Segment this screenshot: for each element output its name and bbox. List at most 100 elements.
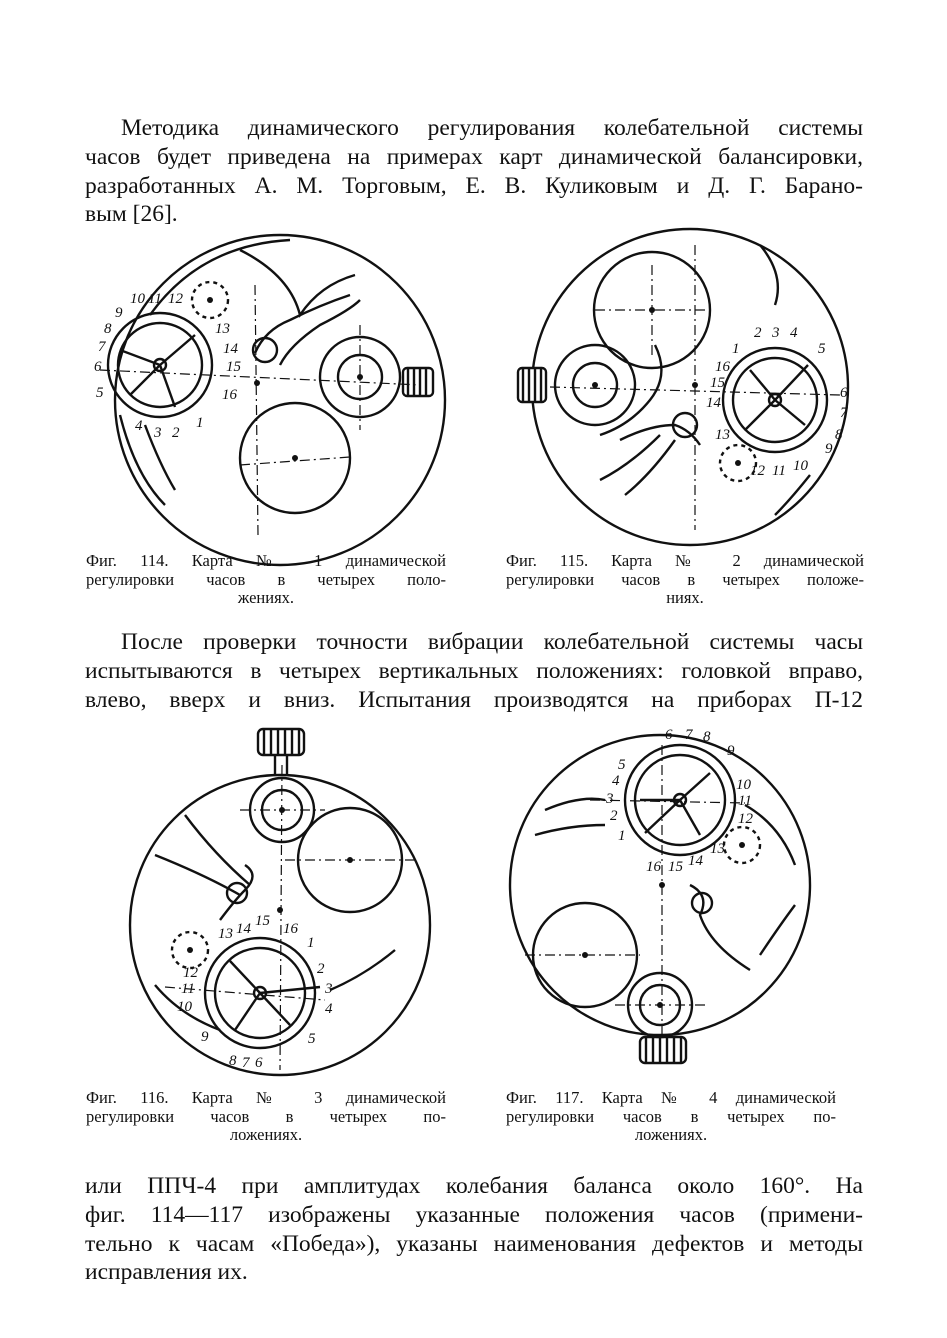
position-label: 6 (840, 385, 848, 401)
text-line: вым [26]. (85, 201, 178, 228)
caption-line: Фиг. 114. Карта № 1 динамической (86, 551, 446, 570)
position-label: 11 (738, 793, 752, 809)
watch-diagram-115: 2 3 4 1 5 16 15 14 13 6 7 8 9 10 11 12 (516, 227, 850, 547)
position-label: 2 (317, 961, 325, 977)
position-label: 8 (229, 1053, 237, 1069)
position-label: 10 (736, 777, 752, 793)
position-label: 6 (94, 359, 102, 375)
position-label: 14 (223, 341, 239, 357)
position-label: 13 (218, 926, 233, 942)
position-label: 12 (738, 811, 754, 827)
position-label: 4 (135, 418, 143, 434)
caption-figure-114: Фиг. 114. Карта № 1 динамической регулир… (86, 551, 446, 608)
position-label: 13 (715, 427, 730, 443)
position-label: 11 (181, 981, 195, 997)
caption-line: Фиг. 117. Карта № 4 динамической (506, 1088, 836, 1107)
position-label: 1 (196, 415, 204, 431)
position-label: 16 (222, 387, 238, 403)
caption-line: регулировки часов в четырех по- (86, 1106, 446, 1126)
figure-117: 6 7 8 9 10 11 12 4 3 2 1 16 15 14 13 5 (508, 725, 840, 1075)
position-label: 12 (168, 291, 184, 307)
position-label: 15 (668, 859, 684, 875)
position-label: 1 (732, 341, 740, 357)
position-label: 15 (255, 913, 271, 929)
position-label: 14 (688, 853, 704, 869)
position-label: 15 (710, 375, 726, 391)
position-label: 11 (148, 291, 162, 307)
caption-line: ниях. (666, 588, 704, 607)
position-label: 7 (685, 727, 694, 743)
position-label: 6 (665, 727, 673, 743)
position-label: 3 (771, 325, 780, 341)
position-label: 16 (715, 359, 731, 375)
position-label: 13 (215, 321, 230, 337)
figure-114: 10 11 12 9 8 7 6 5 4 3 2 1 13 14 15 16 (90, 225, 450, 567)
caption-line: ложениях. (229, 1125, 303, 1144)
text-line: исправления их. (85, 1259, 248, 1286)
watch-diagram-116: 13 14 15 16 1 2 3 4 5 6 7 8 9 10 11 12 (128, 727, 432, 1077)
position-label: 11 (772, 463, 786, 479)
position-label: 10 (130, 291, 146, 307)
caption-line: регулировки часов в четырех по- (506, 1106, 836, 1126)
paragraph-top: Методика динамического регулирования кол… (85, 114, 863, 229)
position-label: 4 (790, 325, 798, 341)
position-label: 7 (242, 1055, 251, 1071)
position-label: 8 (835, 427, 843, 443)
watch-diagram-117: 6 7 8 9 10 11 12 4 3 2 1 16 15 14 13 5 (508, 727, 812, 1065)
position-label: 5 (96, 385, 104, 401)
text-line: разработанных А. М. Торговым, Е. В. Кули… (85, 172, 863, 199)
position-label: 4 (612, 773, 620, 789)
position-label: 3 (324, 981, 333, 997)
caption-line: Фиг. 116. Карта № 3 динамической (86, 1088, 446, 1107)
watch-diagram-114: 10 11 12 9 8 7 6 5 4 3 2 1 13 14 15 16 (94, 233, 447, 567)
position-label: 15 (226, 359, 242, 375)
caption-line: Фиг. 115. Карта № 2 динамической (506, 551, 864, 570)
figure-115: 2 3 4 1 5 16 15 14 13 6 7 8 9 10 11 12 (510, 225, 870, 547)
position-label: 4 (325, 1001, 333, 1017)
position-label: 6 (255, 1055, 263, 1071)
position-label: 2 (754, 325, 762, 341)
text-line: тельно к часам «Победа»), указаны наимен… (85, 1230, 863, 1257)
position-label: 9 (825, 441, 833, 457)
position-label: 1 (307, 935, 315, 951)
position-label: 3 (153, 425, 162, 441)
position-label: 3 (605, 791, 614, 807)
text-line: влево, вверх и вниз. Испытания производя… (85, 686, 863, 713)
text-line: часов будет приведена на примерах карт д… (85, 143, 863, 170)
caption-line: регулировки часов в четырех поло- (86, 569, 446, 589)
position-label: 10 (793, 458, 809, 474)
position-label: 13 (710, 841, 725, 857)
position-label: 8 (703, 729, 711, 745)
caption-line: регулировки часов в четырех положе- (506, 569, 864, 589)
paragraph-bottom: или ППЧ-4 при амплитудах колебания балан… (85, 1172, 863, 1287)
text-line: Методика динамического регулирования кол… (121, 115, 863, 141)
position-label: 7 (840, 405, 849, 421)
position-label: 2 (172, 425, 180, 441)
position-label: 10 (177, 999, 193, 1015)
position-label: 16 (283, 921, 299, 937)
text-line: После проверки точности вибрации колебат… (121, 629, 863, 655)
position-label: 12 (750, 463, 766, 479)
position-label: 12 (183, 965, 199, 981)
position-label: 5 (818, 341, 826, 357)
caption-figure-117: Фиг. 117. Карта № 4 динамической регулир… (506, 1088, 836, 1145)
caption-figure-115: Фиг. 115. Карта № 2 динамической регулир… (506, 551, 864, 608)
position-label: 5 (308, 1031, 316, 1047)
position-label: 1 (618, 828, 626, 844)
position-label: 14 (706, 395, 722, 411)
position-label: 7 (98, 339, 107, 355)
position-label: 9 (115, 305, 123, 321)
position-label: 8 (104, 321, 112, 337)
position-label: 2 (610, 808, 618, 824)
position-label: 5 (618, 757, 626, 773)
text-line: испытываются в четырех вертикальных поло… (85, 657, 863, 684)
position-label: 9 (201, 1029, 209, 1045)
position-label: 16 (646, 859, 662, 875)
caption-line: ложениях. (634, 1125, 708, 1144)
caption-line: жениях. (237, 588, 295, 607)
caption-figure-116: Фиг. 116. Карта № 3 динамической регулир… (86, 1088, 446, 1145)
paragraph-middle: После проверки точности вибрации колебат… (85, 628, 863, 714)
position-label: 14 (236, 921, 252, 937)
text-line: фиг. 114—117 изображены указанные положе… (85, 1201, 863, 1228)
position-label: 9 (727, 743, 735, 759)
